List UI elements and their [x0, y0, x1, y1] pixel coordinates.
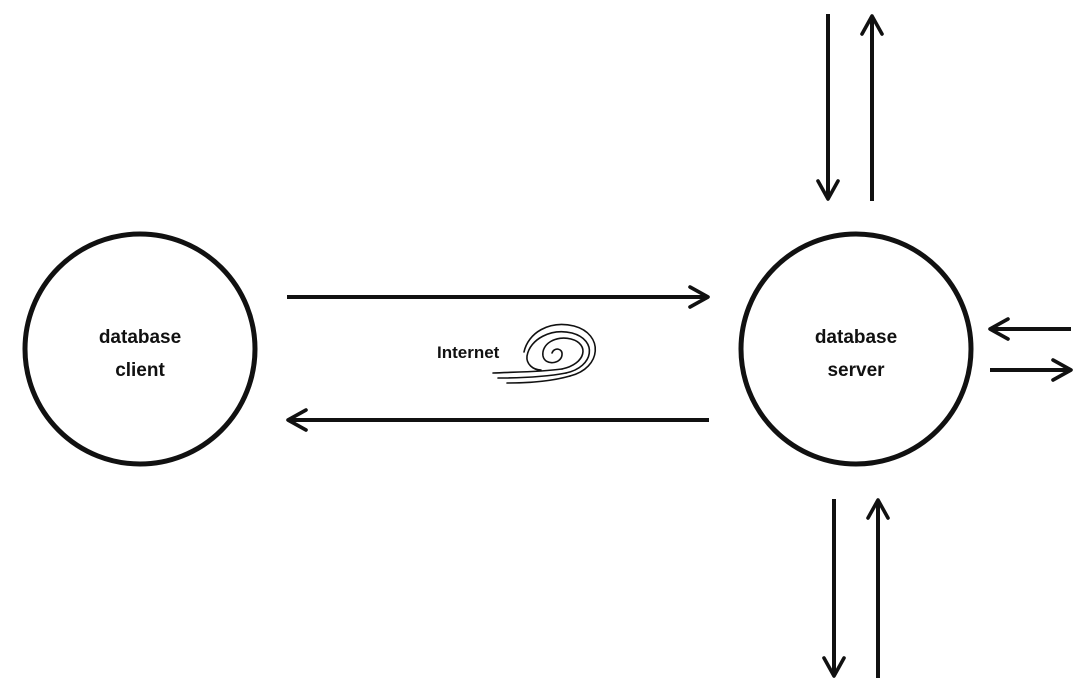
client-node: database client	[22, 231, 258, 467]
server-circle	[738, 231, 974, 467]
swirl-wave-icon	[492, 323, 597, 384]
server-label-line-2: server	[827, 360, 885, 381]
client-label-line-2: client	[115, 360, 165, 381]
client-circle	[22, 231, 258, 467]
internet-label: Internet	[437, 343, 500, 362]
client-label-line-1: database	[99, 327, 181, 348]
server-label-line-1: database	[815, 327, 897, 348]
server-node: database server	[738, 231, 974, 467]
